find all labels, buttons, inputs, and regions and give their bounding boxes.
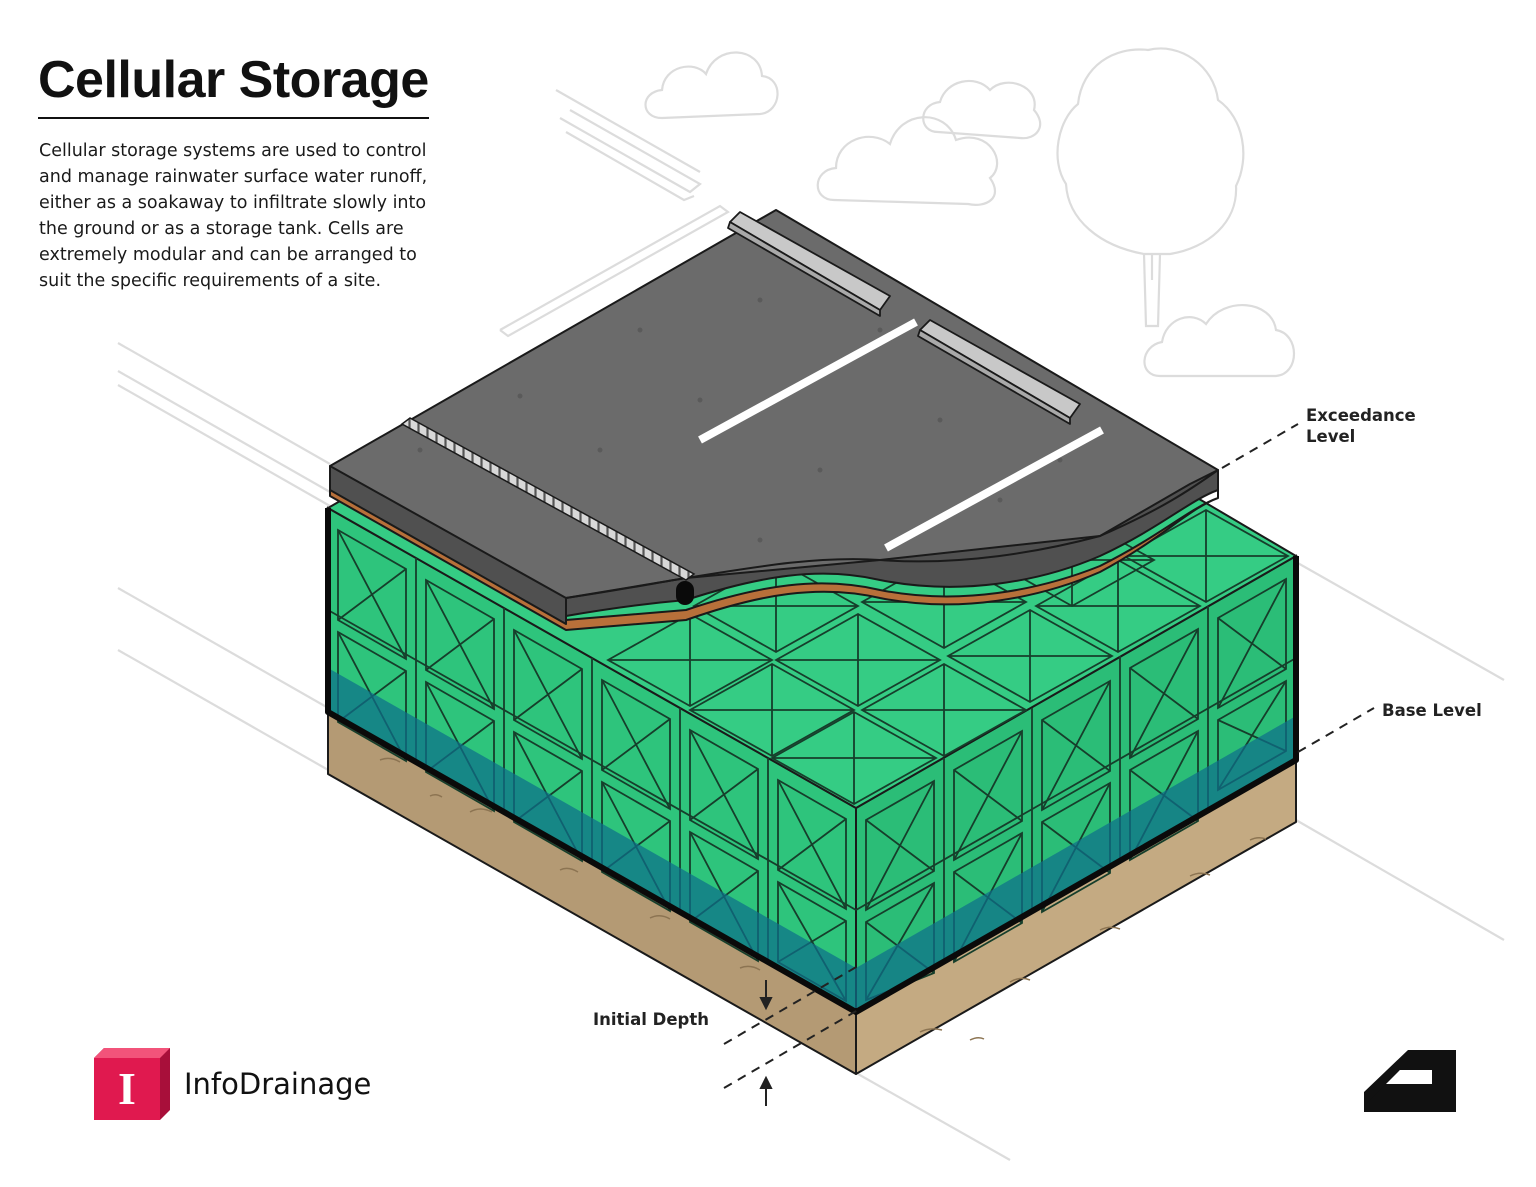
drainage-grate [400,417,696,581]
autodesk-logo-icon [1364,1050,1456,1112]
cloud-3 [922,80,1042,140]
cloud-1 [644,51,779,120]
tree-trunk [1142,253,1162,328]
page-title: Cellular Storage [38,51,429,120]
cloud-2 [816,116,999,206]
infodrainage-logo-icon: I [94,1048,170,1120]
initial-depth-bottom-leader [723,1009,859,1089]
brand-name: InfoDrainage [184,1067,372,1101]
svg-text:I: I [118,1063,136,1114]
exceedance-level-label: Exceedance Level [1306,406,1422,446]
brand-lockup: I InfoDrainage [94,1048,371,1120]
exceedance-leader [1221,423,1299,469]
background-art [117,47,1505,1161]
cloud-4 [1143,303,1296,378]
drain-pipe-outlet [676,581,694,605]
page-description: Cellular storage systems are used to con… [39,141,428,291]
level-indicators [723,423,1375,1089]
kerb-outline-left [559,109,702,194]
membrane-layer [329,485,1219,631]
lane-markings [698,318,1104,552]
water-level [328,668,1296,1012]
kerb-stones [727,211,1081,425]
base-level-label: Base Level [1382,701,1482,720]
water-left-face [328,668,856,1012]
initial-depth-top-leader [723,965,859,1045]
road-speckles [417,297,1063,543]
water-right-face [856,716,1296,1012]
depth-arrows [759,980,773,1106]
initial-depth-label: Initial Depth [593,1010,709,1029]
soil-texture [379,757,1267,1041]
lane-line-outline [499,204,731,338]
tree-canopy [1056,47,1245,256]
base-level-leader [1297,707,1375,753]
